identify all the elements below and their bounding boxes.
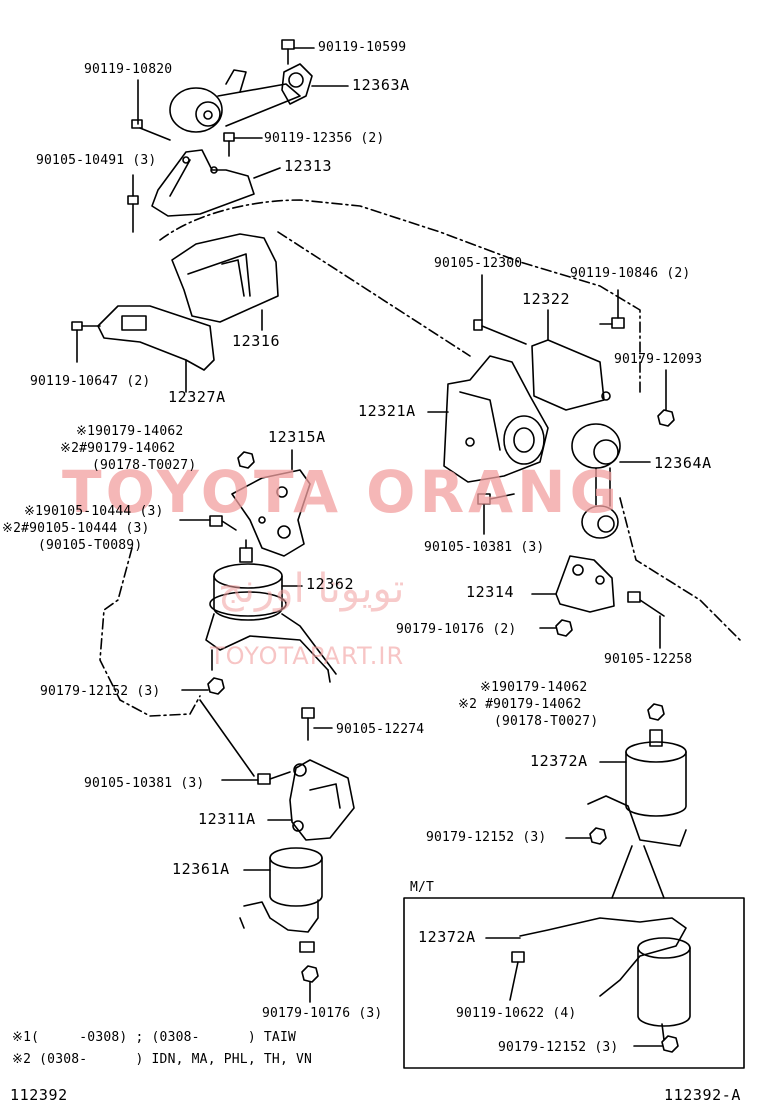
nut-90179-12093 xyxy=(657,369,675,427)
label-90105-12258: 90105-12258 xyxy=(604,652,693,667)
part-12361A-mount xyxy=(239,847,323,953)
label-90178-T0027-upper: (90178-T0027) xyxy=(92,458,197,473)
part-12314-bracket xyxy=(531,555,615,613)
label-90179-10176-upper: 90179-10176 (2) xyxy=(396,622,517,637)
label-90119-10647: 90119-10647 (2) xyxy=(30,374,151,389)
label-12362: 12362 xyxy=(306,575,355,593)
bolt-90105-10381-upper xyxy=(477,493,515,535)
label-90119-10622: 90119-10622 (4) xyxy=(456,1006,577,1021)
nut-90179-10176-upper xyxy=(539,619,573,637)
footnote-2: ※2 (0308- ) IDN, MA, PHL, TH, VN xyxy=(12,1052,313,1067)
part-12372A-mount-at xyxy=(587,729,687,847)
bolt-90105-10444 xyxy=(179,515,237,531)
label-90105-T0089: (90105-T0089) xyxy=(38,538,143,553)
label-12364A: 12364A xyxy=(654,454,712,472)
label-12361A: 12361A xyxy=(172,860,230,878)
nut-90179-12152-box xyxy=(633,1035,679,1053)
part-12363A-torque-rod xyxy=(169,63,349,133)
watermark-text: TOYOTA ORANG xyxy=(62,458,622,526)
part-12322-bracket xyxy=(531,309,611,411)
part-12362-mount xyxy=(205,539,337,683)
footnote-1: ※1( -0308) ; (0308- ) TAIW xyxy=(12,1030,296,1045)
bolt-90119-10622 xyxy=(509,951,525,1001)
nut-90178-T0027-right xyxy=(647,703,665,721)
label-note2-90179-14062: ※2#90179-14062 xyxy=(60,441,176,456)
bolt-90119-10599 xyxy=(281,39,315,65)
watermark-arabic: تويوتا اورنج xyxy=(218,566,405,612)
label-90179-12093: 90179-12093 xyxy=(614,352,703,367)
part-12313-bracket xyxy=(151,149,281,217)
label-90179-12152-box: 90179-12152 (3) xyxy=(498,1040,619,1055)
label-90119-10599: 90119-10599 xyxy=(318,40,407,55)
nut-90179-12152-right xyxy=(565,827,607,845)
label-12315A: 12315A xyxy=(268,428,326,446)
label-12363A: 12363A xyxy=(352,76,410,94)
label-12311A: 12311A xyxy=(198,810,256,828)
label-12314: 12314 xyxy=(466,583,515,601)
part-12315A-bracket xyxy=(231,449,311,557)
part-12311A-bracket xyxy=(267,759,355,841)
part-12372A-mount-mt xyxy=(485,917,691,1041)
engine-outline xyxy=(99,199,741,717)
nut-90178-T0027-upper xyxy=(237,451,255,469)
label-12313: 12313 xyxy=(284,157,333,175)
label-90105-12274: 90105-12274 xyxy=(336,722,425,737)
diagram-code-right: 112392-A xyxy=(664,1086,742,1104)
label-note2-90105-10444: ※2#90105-10444 (3) xyxy=(2,521,150,536)
diagram-code-left: 112392 xyxy=(10,1086,68,1104)
label-mt: M/T xyxy=(410,880,435,895)
label-90119-10846: 90119-10846 (2) xyxy=(570,266,691,281)
label-90105-12300: 90105-12300 xyxy=(434,256,523,271)
label-90119-12356: 90119-12356 (2) xyxy=(264,131,385,146)
part-12364A-bushing xyxy=(571,423,651,539)
part-12321A-bracket xyxy=(427,355,549,483)
label-90178-T0027-right: (90178-T0027) xyxy=(494,714,599,729)
nut-90179-10176-lower xyxy=(301,965,319,1003)
label-note2-90179-14062-right: ※2 #90179-14062 xyxy=(458,697,582,712)
label-90119-10820: 90119-10820 xyxy=(84,62,173,77)
label-12327A: 12327A xyxy=(168,388,226,406)
bolt-90105-12300 xyxy=(473,274,527,345)
label-12322: 12322 xyxy=(522,290,571,308)
part-12327A-bracket xyxy=(97,305,215,393)
label-note1-90105-10444: ※190105-10444 (3) xyxy=(24,504,164,519)
label-90105-10381-lower: 90105-10381 (3) xyxy=(84,776,205,791)
watermark-url: TOYOTAPART.IR xyxy=(210,642,405,670)
label-note1-90179-14062: ※190179-14062 xyxy=(76,424,184,439)
bolt-90105-10381-lower xyxy=(199,699,291,785)
part-12316-bracket xyxy=(171,233,279,331)
bolt-90105-10491 xyxy=(127,174,139,233)
bolt-90105-12274 xyxy=(301,707,333,741)
bolt-90105-12258 xyxy=(627,591,665,649)
bolt-90119-10820 xyxy=(131,79,171,141)
label-90105-10491: 90105-10491 (3) xyxy=(36,153,157,168)
label-90179-12152-right: 90179-12152 (3) xyxy=(426,830,547,845)
label-90179-12152-left: 90179-12152 (3) xyxy=(40,684,161,699)
label-12316: 12316 xyxy=(232,332,281,350)
label-12321A: 12321A xyxy=(358,402,416,420)
label-12372A-upper: 12372A xyxy=(530,752,588,770)
label-90105-10381-upper: 90105-10381 (3) xyxy=(424,540,545,555)
label-note1-90179-14062-right: ※190179-14062 xyxy=(480,680,588,695)
bolt-90119-12356 xyxy=(223,132,263,157)
bolt-90119-10846 xyxy=(599,289,625,329)
label-12372A-mt: 12372A xyxy=(418,928,476,946)
nut-90179-12152-left xyxy=(181,677,225,695)
bolt-90119-10647 xyxy=(71,321,101,363)
mt-variant-box xyxy=(403,845,745,1069)
label-90179-10176-lower: 90179-10176 (3) xyxy=(262,1006,383,1021)
